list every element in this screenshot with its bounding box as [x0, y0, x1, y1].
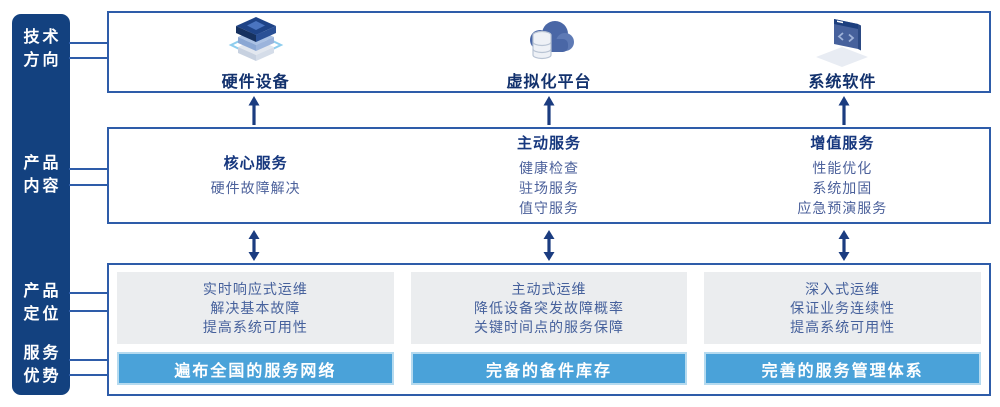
content-column-proactive-service: 主动服务 健康检查 驻场服务 值守服务	[402, 129, 695, 222]
sidebar-label-line: 技术	[23, 29, 62, 46]
sidebar-label-product-positioning: 产品 定位	[12, 280, 70, 326]
sidebar-label-line: 方向	[23, 52, 62, 69]
positioning-line: 深入式运维	[805, 280, 881, 297]
tech-cell-software: 系统软件	[696, 13, 989, 91]
positioning-line: 关键时间点的服务保障	[474, 318, 624, 335]
double-arrow-icon	[248, 230, 260, 261]
connector-line	[69, 359, 108, 361]
double-arrow-icon	[838, 230, 850, 261]
positioning-panel: 实时响应式运维 解决基本故障 提高系统可用性	[117, 272, 394, 344]
content-item: 性能优化	[812, 160, 873, 176]
positioning-panel: 主动式运维 降低设备突发故障概率 关键时间点的服务保障	[410, 272, 688, 344]
connector-line	[69, 57, 108, 59]
content-column-core-service: 核心服务 硬件故障解决	[109, 129, 402, 222]
sidebar-label-tech-direction: 技术 方向	[12, 26, 70, 72]
positioning-line: 提高系统可用性	[790, 318, 896, 335]
content-title: 增值服务	[810, 135, 875, 152]
sidebar-label-line: 优势	[23, 368, 62, 385]
double-arrow-icon	[543, 230, 555, 261]
sidebar-label-line: 产品	[23, 283, 62, 300]
positioning-column-realtime: 实时响应式运维 解决基本故障 提高系统可用性 遍布全国的服务网络	[117, 272, 394, 385]
content-column-value-added-service: 增值服务 性能优化 系统加固 应急预演服务	[696, 129, 989, 222]
positioning-line: 降低设备突发故障概率	[474, 299, 624, 316]
positioning-column-deep: 深入式运维 保证业务连续性 提高系统可用性 完善的服务管理体系	[704, 272, 982, 385]
positioning-column-proactive: 主动式运维 降低设备突发故障概率 关键时间点的服务保障 完备的备件库存	[410, 272, 688, 385]
server-stack-icon	[224, 15, 288, 67]
content-item: 健康检查	[518, 160, 579, 176]
positioning-panel: 深入式运维 保证业务连续性 提高系统可用性	[704, 272, 982, 344]
connector-line	[69, 292, 108, 294]
connector-line	[69, 374, 108, 376]
content-item: 应急预演服务	[797, 200, 888, 216]
tech-label-virtualization: 虚拟化平台	[506, 73, 592, 91]
advantage-bar: 遍布全国的服务网络	[117, 352, 394, 385]
up-arrow-icon	[838, 96, 850, 125]
advantage-bar: 完备的备件库存	[410, 352, 688, 385]
sidebar-label-line: 内容	[23, 178, 62, 195]
positioning-line: 保证业务连续性	[790, 299, 896, 316]
up-arrow-icon	[248, 96, 260, 125]
positioning-line: 实时响应式运维	[202, 280, 308, 297]
content-item: 值守服务	[518, 200, 579, 216]
category-sidebar	[12, 14, 70, 395]
sidebar-label-line: 定位	[23, 306, 62, 323]
software-window-icon	[810, 15, 874, 67]
content-title: 核心服务	[223, 155, 288, 172]
up-arrow-icon	[543, 96, 555, 125]
positioning-line: 主动式运维	[511, 280, 587, 297]
connector-line	[69, 184, 108, 186]
content-item: 驻场服务	[518, 180, 579, 196]
sidebar-label-line: 服务	[23, 345, 62, 362]
content-item: 系统加固	[812, 180, 873, 196]
tech-cell-virtualization: 虚拟化平台	[402, 13, 695, 91]
tech-label-hardware: 硬件设备	[221, 73, 290, 91]
tech-cell-hardware: 硬件设备	[109, 13, 402, 91]
positioning-advantage-box: 实时响应式运维 解决基本故障 提高系统可用性 遍布全国的服务网络 主动式运维 降…	[107, 263, 991, 396]
tech-label-software: 系统软件	[808, 73, 877, 91]
positioning-line: 提高系统可用性	[202, 318, 308, 335]
positioning-line: 解决基本故障	[210, 299, 301, 316]
connector-line	[69, 42, 108, 44]
connector-line	[69, 310, 108, 312]
product-content-box: 核心服务 硬件故障解决 主动服务 健康检查 驻场服务 值守服务 增值服务 性能优…	[107, 127, 991, 224]
content-item: 硬件故障解决	[210, 180, 301, 196]
tech-direction-box: 硬件设备 虚拟化平台	[107, 11, 991, 93]
cloud-database-icon	[517, 15, 581, 67]
sidebar-label-product-content: 产品 内容	[12, 152, 70, 198]
sidebar-label-service-advantage: 服务 优势	[12, 342, 70, 388]
connector-line	[69, 168, 108, 170]
sidebar-label-line: 产品	[23, 155, 62, 172]
content-title: 主动服务	[516, 135, 581, 152]
advantage-bar: 完善的服务管理体系	[704, 352, 982, 385]
